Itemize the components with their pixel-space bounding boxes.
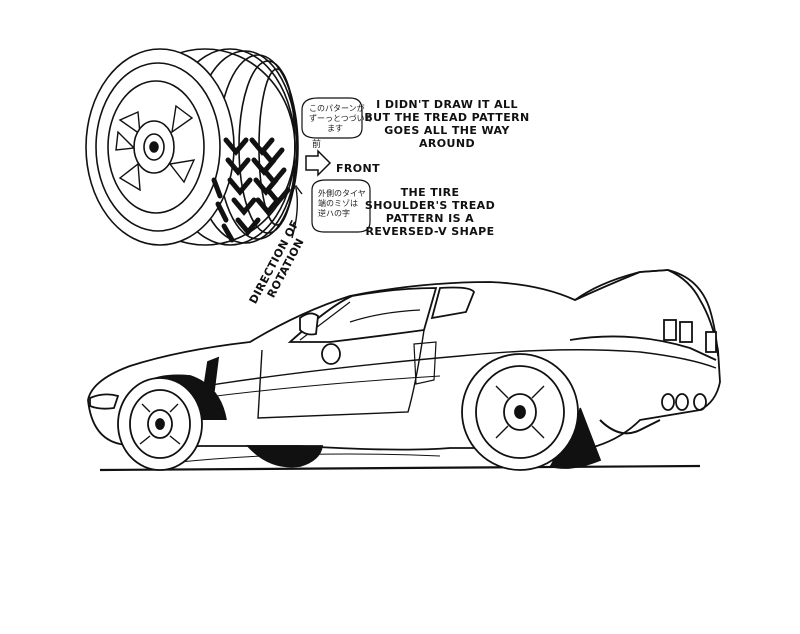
japanese-shoulder-note: 外側のタイヤ 端のミゾは 逆ハの字 [318,189,366,219]
japanese-front-label: 前 [312,140,322,150]
jp-tread-line-1: このパターンが [309,104,365,113]
tread-pattern-note: I DIDN'T DRAW IT ALL BUT THE TREAD PATTE… [364,98,530,150]
front-wheel [117,374,227,471]
tire-shoulder-note: THE TIRE SHOULDER'S TREAD PATTERN IS A R… [364,186,496,238]
tire-detail-illustration [85,48,371,246]
jp-tread-line-2: ずーっとつづいて [309,114,373,123]
japanese-tread-note: このパターンが ずーっとつづいて ます [309,104,372,134]
jp-shoulder-line-1: 外側のタイヤ [318,189,366,198]
front-label: FRONT [336,162,381,175]
jp-tread-line-3: ます [327,124,343,133]
jp-shoulder-line-2: 端のミゾは [318,199,358,208]
car-illustration [87,269,721,472]
jp-shoulder-line-3: 逆ハの字 [318,209,350,218]
rear-wheel [461,353,602,471]
